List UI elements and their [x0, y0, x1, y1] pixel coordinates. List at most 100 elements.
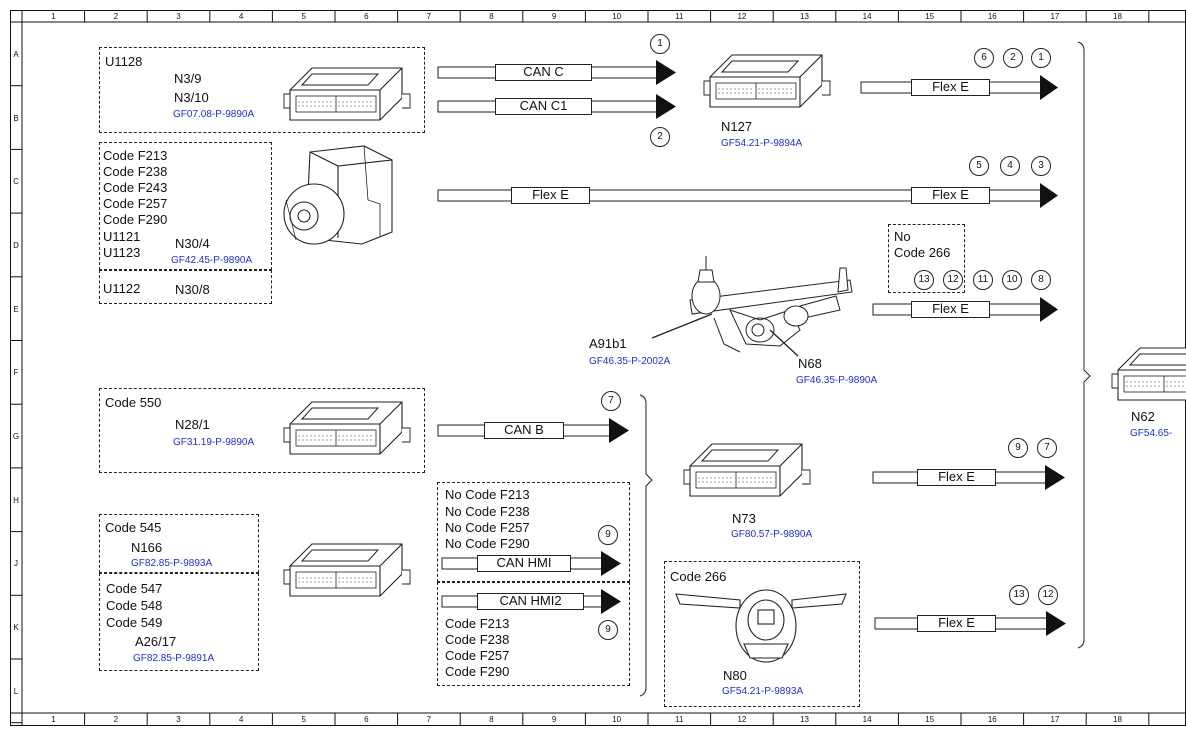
n80-flex-e-label: Flex E [917, 615, 996, 632]
n68-document-ref[interactable]: GF46.35-P-9890A [796, 375, 878, 386]
no-code-266-line1: No [894, 229, 911, 244]
n127-document-ref[interactable]: GF54.21-P-9894A [721, 138, 803, 149]
n80-label: N80 [723, 668, 747, 683]
can-hmi2-label: CAN HMI2 [477, 593, 584, 610]
grid-column-label: 16 [987, 715, 997, 724]
marker-steering-out-1: 12 [943, 270, 963, 290]
a2617-code-2: Code 549 [106, 615, 163, 630]
a91b1-document-ref[interactable]: GF46.35-P-2002A [589, 356, 671, 367]
grid-column-label: 15 [925, 715, 935, 724]
hmi-top-code-3: No Code F290 [445, 536, 530, 551]
n127-flex-e-label: Flex E [911, 79, 990, 96]
n73-label: N73 [732, 511, 756, 526]
grid-row-label: C [13, 177, 19, 187]
marker-can-c1: 2 [650, 127, 670, 147]
grid-row-label: K [13, 623, 19, 633]
grid-column-label: 16 [987, 12, 997, 21]
grid-row-label: F [13, 368, 19, 378]
no-code-266-dashed-box [888, 224, 965, 293]
a91b1-label: A91b1 [589, 336, 627, 351]
grid-column-label: 14 [862, 715, 872, 724]
control-unit-n73-drawing [683, 443, 811, 497]
a2617-document-ref[interactable]: GF82.85-P-9891A [133, 653, 215, 664]
hmi-bottom-dashed-box [437, 582, 630, 686]
a2617-code-0: Code 547 [106, 581, 163, 596]
hmi-top-code-0: No Code F213 [445, 487, 530, 502]
marker-steering-out-3: 10 [1002, 270, 1022, 290]
grid-column-label: 6 [364, 715, 369, 724]
grid-row-label: A [13, 49, 19, 59]
n304-code-4: Code F290 [103, 212, 168, 227]
a2617-label: A26/17 [135, 634, 177, 649]
hmi-bottom-code-2: Code F257 [445, 648, 510, 663]
n62-document-ref[interactable]: GF54.65- [1130, 428, 1173, 439]
grid-column-label: 7 [426, 715, 432, 724]
n304-label: N30/4 [175, 236, 210, 251]
marker-can-b-out: 7 [601, 391, 621, 411]
n28-1-label: N28/1 [175, 417, 210, 432]
grid-column-label: 12 [737, 12, 747, 21]
code-545: Code 545 [105, 520, 162, 535]
steering-column-module-drawing [675, 589, 847, 663]
n304-document-ref[interactable]: GF42.45-P-9890A [171, 255, 253, 266]
marker-n127-out-0: 6 [974, 48, 994, 68]
n3-10-label: N3/10 [174, 90, 209, 105]
a2617-dashed-box [99, 573, 259, 671]
n73-document-ref[interactable]: GF80.57-P-9890A [731, 529, 813, 540]
grid-row-label: B [13, 113, 19, 123]
u1122-code: U1122 [103, 281, 141, 296]
control-unit-n127-drawing [703, 54, 831, 108]
grid-column-label: 8 [489, 715, 494, 724]
grid-column-label: 11 [675, 715, 684, 724]
n308-label: N30/8 [175, 282, 210, 297]
u1128-dashed-box [99, 47, 425, 133]
n304-code-5: U1121 [103, 229, 141, 244]
n304-code-1: Code F238 [103, 164, 168, 179]
control-unit-n62-drawing [1111, 347, 1186, 401]
n28-document-ref[interactable]: GF31.19-P-9890A [173, 437, 255, 448]
grid-column-label: 11 [675, 12, 684, 21]
n304-code-2: Code F243 [103, 180, 168, 195]
esp-hydraulic-unit-drawing [283, 145, 393, 245]
grid-row-label: H [13, 495, 19, 505]
code-550: Code 550 [105, 395, 162, 410]
marker-can-hmi2-out: 9 [598, 620, 618, 640]
n62-label: N62 [1131, 409, 1155, 424]
grid-column-label: 4 [238, 715, 244, 724]
n304-flex-e-left-label: Flex E [511, 187, 590, 204]
marker-can-hmi-out: 9 [598, 525, 618, 545]
grid-column-label: 10 [612, 715, 622, 724]
steering-flex-e-label: Flex E [911, 301, 990, 318]
grid-column-label: 1 [51, 715, 56, 724]
grid-column-label: 2 [113, 12, 119, 21]
grid-column-label: 6 [364, 12, 369, 21]
n3-document-ref[interactable]: GF07.08-P-9890A [173, 109, 255, 120]
grid-column-label: 13 [800, 12, 809, 21]
marker-n73-out-0: 9 [1008, 438, 1028, 458]
n308-dashed-box [99, 270, 272, 304]
marker-n80-out-1: 12 [1038, 585, 1058, 605]
marker-can-c: 1 [650, 34, 670, 54]
grid-column-label: 17 [1050, 12, 1060, 21]
marker-steering-out-4: 8 [1031, 270, 1051, 290]
grid-column-label: 1 [51, 12, 56, 21]
can-c1-label: CAN C1 [495, 98, 592, 115]
grid-column-label: 15 [925, 12, 935, 21]
n80-document-ref[interactable]: GF54.21-P-9893A [722, 686, 804, 697]
n166-document-ref[interactable]: GF82.85-P-9893A [131, 558, 213, 569]
marker-n127-out-1: 2 [1003, 48, 1023, 68]
marker-n73-out-1: 7 [1037, 438, 1057, 458]
grid-row-label: J [14, 559, 18, 569]
n304-code-6: U1123 [103, 245, 141, 260]
grid-column-label: 9 [551, 12, 557, 21]
grid-row-label: D [13, 240, 19, 250]
marker-n127-out-2: 1 [1031, 48, 1051, 68]
grid-column-label: 13 [800, 715, 809, 724]
hmi-bottom-code-0: Code F213 [445, 616, 510, 631]
control-unit-a2617-drawing [283, 543, 411, 597]
grid-column-label: 14 [862, 12, 872, 21]
grid-column-label: 10 [612, 12, 622, 21]
n304-flex-e-arrow [437, 183, 1058, 208]
hmi-top-code-1: No Code F238 [445, 504, 530, 519]
marker-steering-out-0: 13 [914, 270, 934, 290]
